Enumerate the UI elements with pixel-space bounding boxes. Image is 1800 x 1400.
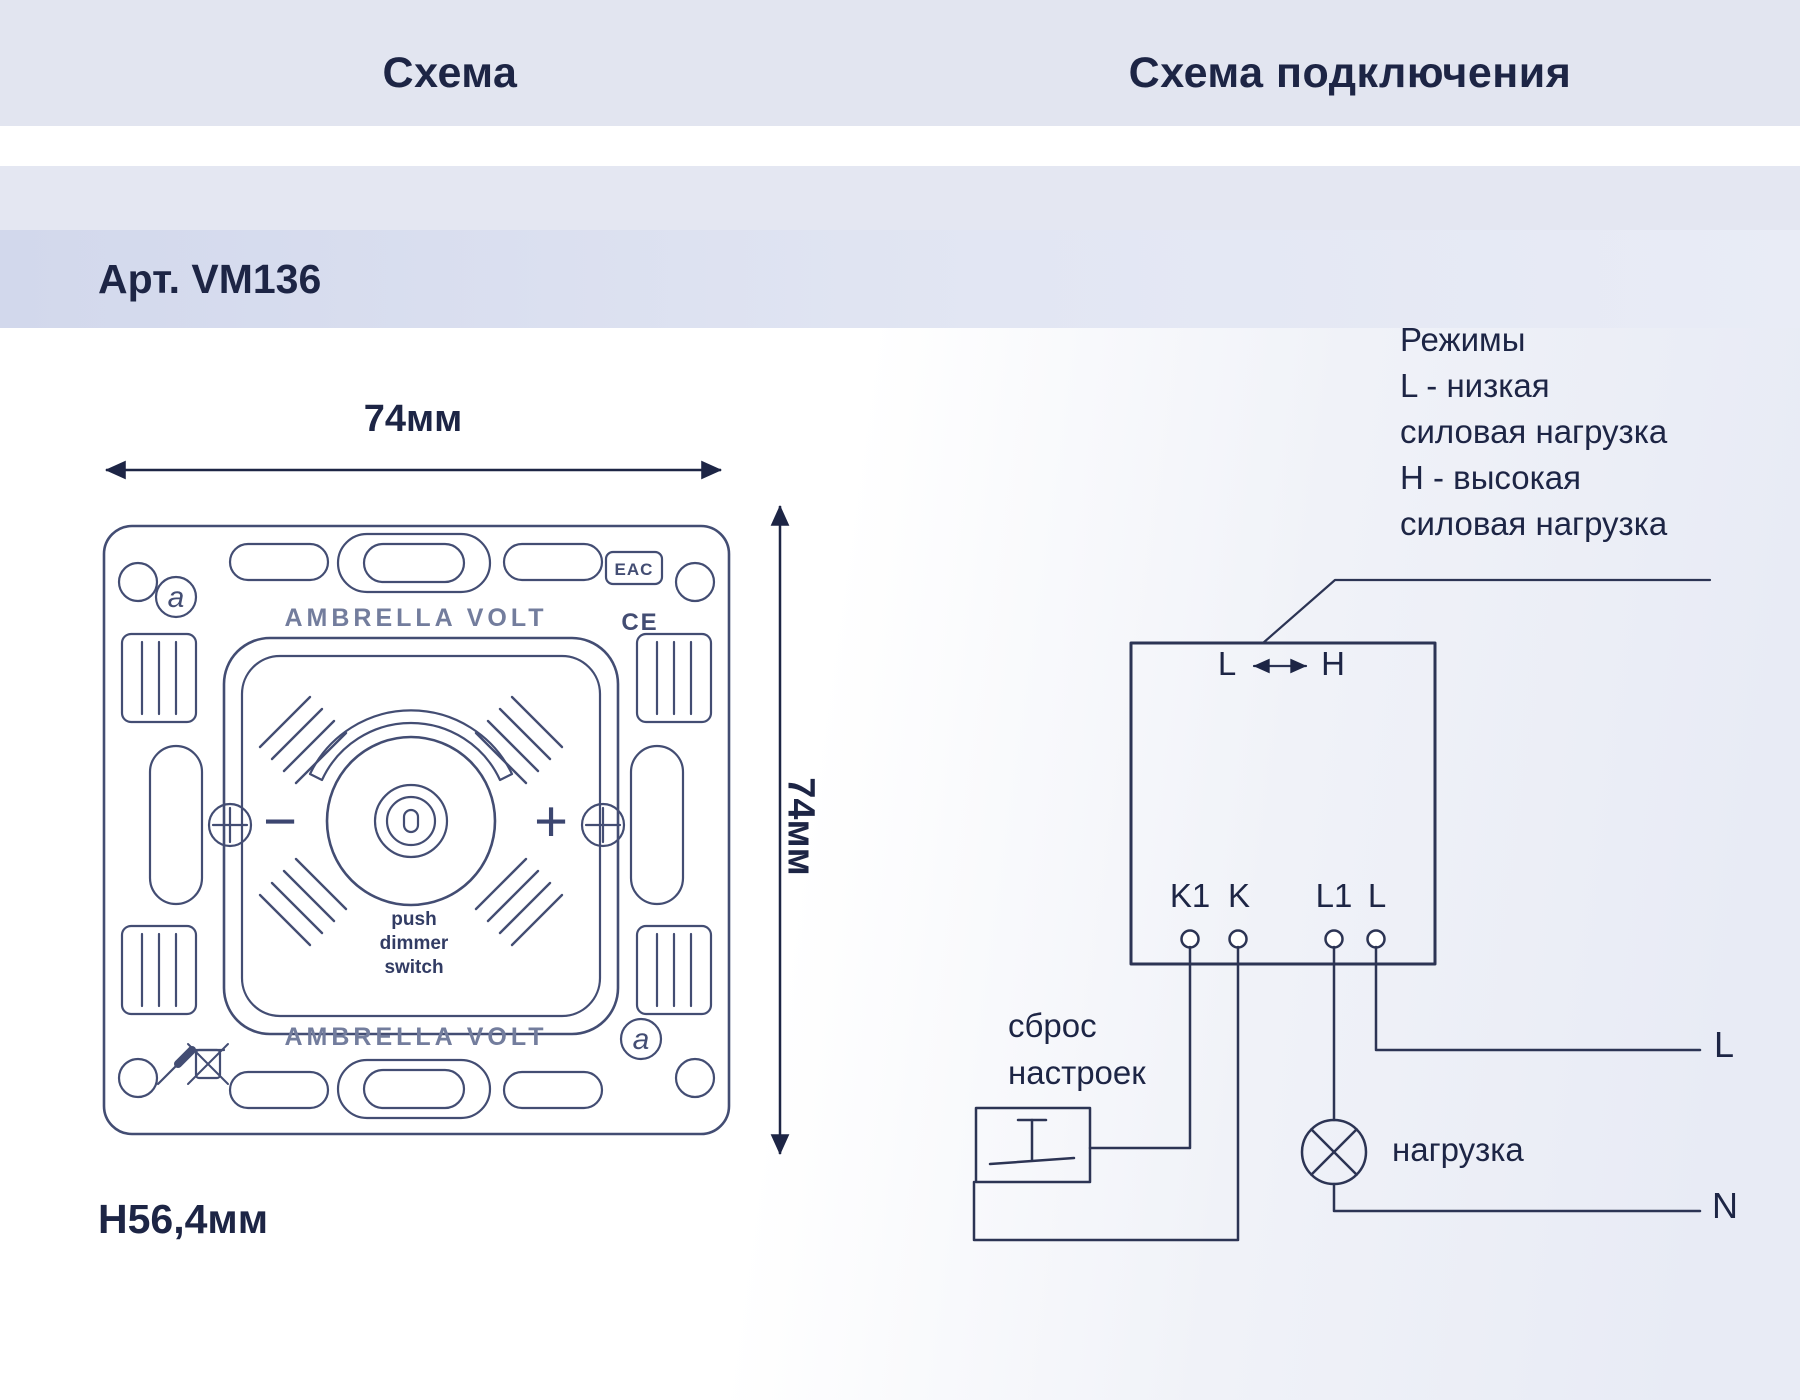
reset-note-line: сброс (1008, 1007, 1097, 1044)
right-panel-header: Схема подключения (900, 0, 1800, 126)
article-label: Арт. VM136 (98, 255, 322, 302)
brand-logo-icon (154, 575, 198, 619)
knob-caption-line: dimmer (380, 933, 449, 954)
fixing-screw-left (207, 802, 253, 848)
terminal-label-k: K (1227, 877, 1250, 914)
mode-low-label: L (1217, 645, 1237, 682)
modes-note-line: силовая нагрузка (1400, 505, 1668, 542)
height-dimension-label: 74мм (779, 777, 822, 876)
wire-live (1374, 945, 1702, 1052)
modes-note-line: L - низкая (1400, 367, 1550, 404)
spacer-band (0, 166, 1800, 230)
terminal-label-l1: L1 (1315, 877, 1353, 914)
terminal-label-k1: K1 (1169, 877, 1211, 914)
mounting-plate-outline (102, 524, 731, 1136)
article-band: Арт. VM136 (0, 230, 1800, 328)
rotary-knob (308, 709, 514, 907)
lamp-icon (1300, 1118, 1368, 1186)
brand-logo-icon (619, 1017, 663, 1061)
header-gap (0, 126, 1800, 166)
side-claws (120, 632, 713, 1016)
mode-high-label: H (1321, 645, 1345, 682)
dimmer-body-box (1129, 641, 1437, 966)
screwdriver-icon (156, 1046, 196, 1086)
width-dimension-label: 74мм (363, 398, 463, 440)
header-band: Схема Схема подключения (0, 0, 1800, 126)
knob-caption-line: push (391, 909, 436, 930)
right-section-title: Схема подключения (1128, 48, 1572, 97)
brand-text-top: AMBRELLA VOLT (284, 604, 547, 632)
bottom-slots (228, 1058, 604, 1120)
logo-letter: a (168, 581, 185, 614)
wire-neutral (1332, 1182, 1702, 1213)
corner-mounting-holes (117, 561, 716, 1099)
hatch-lines (258, 695, 564, 947)
modes-note-line: H - высокая (1400, 459, 1582, 496)
dimmer-module-frame (222, 636, 620, 1036)
modes-note-line: Режимы (1400, 321, 1526, 358)
minus-mark: − (263, 789, 297, 854)
wire-k1 (1088, 945, 1192, 1150)
wire-k (972, 945, 1240, 1242)
left-section-title: Схема (382, 48, 518, 97)
reset-note: сброс настроек (1008, 1002, 1146, 1096)
line-live-label: L (1714, 1024, 1735, 1065)
terminal-contacts (1180, 929, 1386, 949)
reset-note-line: настроек (1008, 1054, 1146, 1091)
eac-mark-frame (604, 550, 664, 586)
mechanism-drawing-svg: AMBRELLA VOLT AMBRELLA VOLT − + push dim… (102, 460, 790, 1156)
fixing-screw-right (580, 802, 626, 848)
load-label: нагрузка (1392, 1131, 1524, 1168)
depth-dimension-label: H56,4мм (98, 1196, 269, 1242)
mode-switch-leader-line (1261, 578, 1712, 645)
modes-note-line: силовая нагрузка (1400, 413, 1668, 450)
ce-mark: CE (621, 609, 658, 636)
side-oval-slots (148, 744, 685, 906)
no-trash-icon (187, 1043, 229, 1085)
knob-caption-line: switch (384, 957, 443, 978)
logo-letter: a (633, 1023, 650, 1056)
line-neutral-label: N (1712, 1185, 1738, 1226)
wiring-diagram-svg (972, 578, 1712, 1242)
dimmer-mechanism-drawing: AMBRELLA VOLT AMBRELLA VOLT − + push dim… (102, 524, 731, 1136)
terminal-label-l: L (1367, 877, 1387, 914)
eac-mark: EAC (615, 560, 654, 579)
brand-text-bottom: AMBRELLA VOLT (284, 1023, 547, 1051)
left-panel-header: Схема (0, 0, 900, 126)
reset-button-icon (974, 1106, 1092, 1184)
dial-arc (308, 709, 514, 782)
plus-mark: + (534, 789, 568, 854)
top-slots (228, 532, 604, 594)
modes-note: Режимы L - низкая силовая нагрузка H - в… (1400, 317, 1667, 547)
